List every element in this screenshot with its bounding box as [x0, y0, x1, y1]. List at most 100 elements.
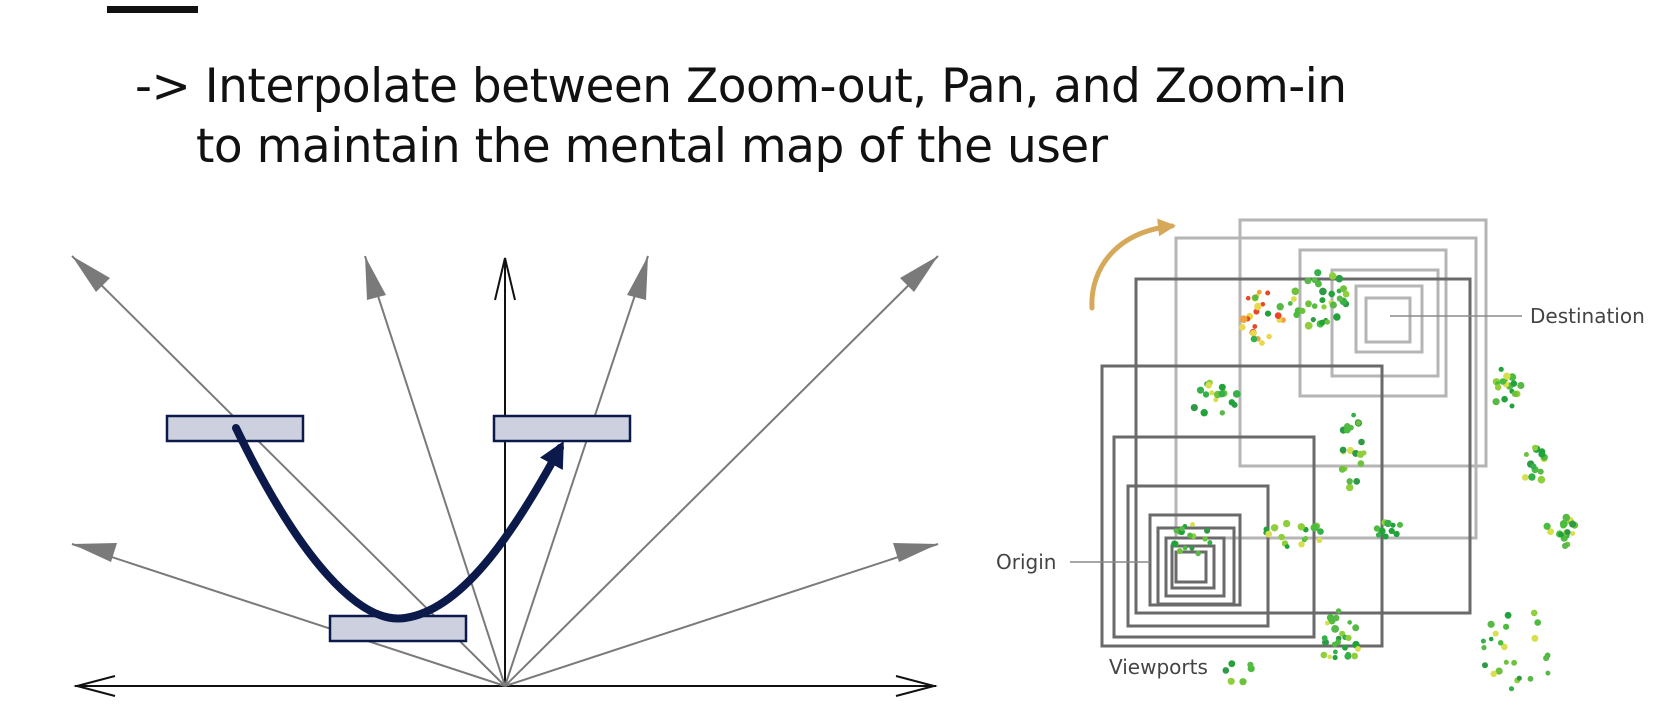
scatter-point — [1291, 296, 1297, 302]
scatter-point — [1342, 644, 1348, 651]
title-underline-bar — [107, 6, 198, 13]
scatter-point — [1321, 304, 1327, 310]
scatter-point — [1397, 521, 1403, 528]
scatter-point — [1264, 310, 1272, 317]
slide-headline: -> Interpolate between Zoom-out, Pan, an… — [135, 57, 1347, 177]
scatter-point — [1333, 313, 1341, 321]
scatter-point — [1287, 301, 1293, 306]
scatter-point — [1247, 661, 1254, 668]
scatter-point — [1521, 474, 1529, 481]
scatter-point — [1503, 372, 1511, 380]
viewport-sequence-figure: Destination Origin Viewports — [996, 218, 1645, 692]
scatter-point — [1488, 636, 1494, 642]
scatter-point — [1347, 620, 1352, 625]
viewport-square — [1298, 248, 1448, 398]
scatter-point — [1516, 675, 1522, 681]
motion-arrow — [1089, 218, 1176, 311]
scatter-point — [1204, 527, 1211, 534]
scatter-point — [1176, 548, 1183, 555]
scatter-point — [1494, 384, 1502, 391]
scatter-point — [1310, 317, 1316, 323]
scatter-point — [1228, 660, 1236, 668]
ray-5-arrowhead — [72, 543, 117, 562]
scatter-point — [1190, 522, 1195, 527]
scatter-point — [1256, 289, 1262, 295]
ray-1-arrowhead — [72, 256, 110, 292]
viewport-square — [1174, 236, 1478, 540]
scatter-point — [1481, 645, 1487, 651]
scatter-point — [1219, 410, 1226, 416]
scatter-point — [1222, 667, 1230, 674]
scatter-point — [1314, 269, 1322, 277]
scatter-point — [1517, 381, 1525, 390]
scatter-point — [1304, 277, 1312, 285]
scatter-point — [1511, 659, 1517, 666]
scatter-point — [1569, 520, 1577, 528]
scatter-point — [1205, 382, 1212, 389]
scatter-point — [1260, 302, 1266, 307]
ray-6-arrowhead — [893, 543, 938, 562]
scatter-point — [1335, 608, 1342, 614]
scatter-point — [1265, 530, 1273, 538]
ray-3 — [504, 255, 649, 687]
scatter-point — [1346, 478, 1353, 485]
scatter-point — [1558, 531, 1564, 538]
scatter-point — [1492, 630, 1499, 637]
scatter-point — [1319, 287, 1327, 296]
scatter-point — [1196, 386, 1205, 394]
scatter-point — [1259, 340, 1265, 346]
scatter-point — [1189, 545, 1195, 551]
scatter-point — [1284, 544, 1290, 549]
scatter-point — [1531, 634, 1539, 642]
scatter-point — [1239, 678, 1247, 686]
scatter-point — [1509, 403, 1515, 409]
scatter-point — [1353, 478, 1361, 485]
scatter-point — [1324, 620, 1330, 626]
scatter-point — [1499, 378, 1507, 385]
scatter-point — [1340, 285, 1347, 293]
scatter-point — [1274, 312, 1282, 319]
scatter-point — [1355, 420, 1361, 426]
scatter-point — [1335, 274, 1344, 283]
ray-2 — [364, 255, 506, 687]
scatter-point — [1329, 301, 1337, 309]
scatter-point — [1562, 513, 1571, 522]
scatter-point — [1503, 659, 1509, 665]
scatter-point — [1373, 525, 1381, 532]
scatter-point — [1319, 319, 1326, 326]
scatter-point — [1345, 651, 1352, 658]
scatter-point — [1239, 324, 1246, 331]
scatter-point — [1213, 397, 1219, 403]
scatter-point — [1570, 531, 1576, 536]
scatter-point — [1538, 450, 1546, 458]
scale-space-diagram — [71, 255, 939, 697]
scatter-point — [1179, 526, 1185, 532]
scatter-point — [1200, 409, 1208, 417]
scatter-point — [1202, 536, 1208, 542]
scatter-point — [1527, 675, 1534, 682]
x-axis-left-arrowhead — [73, 675, 116, 697]
scatter-point — [1357, 460, 1365, 467]
scatter-point — [1358, 438, 1365, 446]
scatter-point — [1345, 634, 1352, 642]
scatter-point — [1327, 654, 1332, 660]
scatter-point — [1545, 670, 1551, 676]
destination-label: Destination — [1530, 304, 1645, 328]
scatter-point — [1218, 390, 1226, 398]
scatter-point — [1297, 523, 1306, 531]
scatter-point — [1375, 532, 1382, 538]
window-bottom — [328, 614, 468, 643]
scatter-point — [1356, 450, 1365, 458]
scatter-point — [1343, 426, 1351, 434]
scatter-point — [1195, 550, 1201, 557]
scatter-point — [1562, 542, 1569, 550]
scatter-point — [1311, 277, 1318, 284]
scatter-point — [1298, 541, 1305, 548]
scatter-point — [1393, 530, 1400, 538]
scatter-point — [1278, 533, 1285, 541]
viewports-label: Viewports — [1109, 655, 1208, 679]
scatter-point — [1384, 519, 1392, 528]
viewport-square — [1330, 268, 1440, 378]
scatter-point — [1304, 321, 1313, 330]
scatter-point — [1331, 625, 1339, 633]
